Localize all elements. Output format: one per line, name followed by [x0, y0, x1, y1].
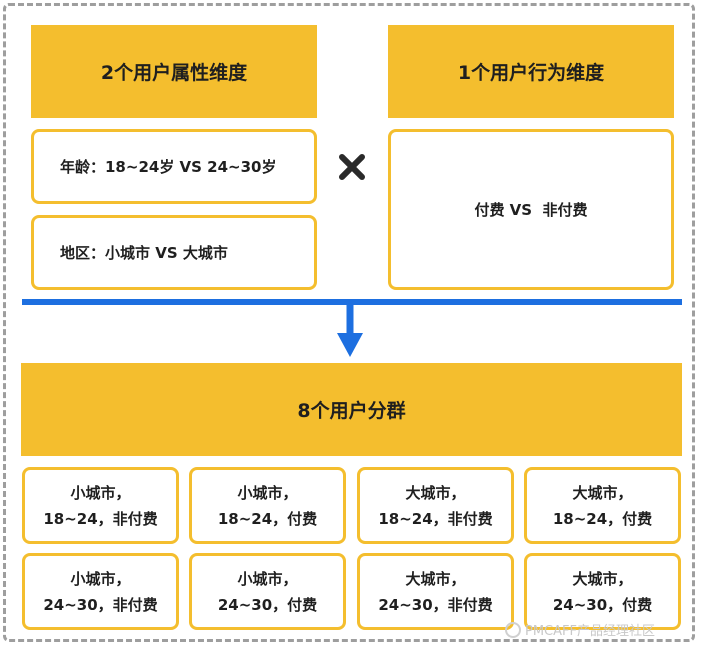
- segment-age-payment: 18~24，付费: [552, 509, 653, 528]
- segment-city: 小城市，: [70, 483, 131, 502]
- watermark: PMCAFF产品经理社区: [505, 620, 655, 639]
- divider-line: [22, 299, 682, 305]
- attribute-dimensions-header: 2个用户属性维度: [31, 25, 317, 118]
- segment-city: 小城市，: [237, 483, 298, 502]
- pmcaff-logo-icon: [505, 621, 521, 638]
- segment-age-payment: 24~30，付费: [552, 595, 653, 614]
- attribute-age-box: 年龄：18~24岁 VS 24~30岁: [31, 129, 317, 204]
- segment-city: 大城市，: [572, 569, 633, 588]
- watermark-text: PMCAFF产品经理社区: [525, 624, 655, 639]
- segment-age-payment: 24~30，非付费: [378, 595, 493, 614]
- behavior-dimension-header: 1个用户行为维度: [388, 25, 674, 118]
- segment-cell: 小城市， 24~30，付费: [189, 553, 346, 630]
- segment-city: 大城市，: [405, 569, 466, 588]
- segment-cell: 大城市， 24~30，付费: [524, 553, 681, 630]
- segment-city: 小城市，: [70, 569, 131, 588]
- multiply-icon: [339, 154, 365, 180]
- segment-cell: 大城市， 24~30，非付费: [357, 553, 514, 630]
- segment-age-payment: 18~24，付费: [217, 509, 318, 528]
- segment-age-payment: 18~24，非付费: [378, 509, 493, 528]
- attribute-region-box: 地区：小城市 VS 大城市: [31, 215, 317, 290]
- behavior-paid-box: 付费 VS 非付费: [388, 129, 674, 290]
- segment-cell: 小城市， 24~30，非付费: [22, 553, 179, 630]
- segment-cell: 大城市， 18~24，付费: [524, 467, 681, 544]
- segment-age-payment: 24~30，付费: [217, 595, 318, 614]
- segment-age-payment: 24~30，非付费: [43, 595, 158, 614]
- segment-city: 大城市，: [572, 483, 633, 502]
- segment-city: 大城市，: [405, 483, 466, 502]
- segment-cell: 小城市， 18~24，非付费: [22, 467, 179, 544]
- segment-age-payment: 18~24，非付费: [43, 509, 158, 528]
- arrow-down-icon: [337, 305, 363, 357]
- segments-header: 8个用户分群: [21, 363, 682, 456]
- segment-cell: 大城市， 18~24，非付费: [357, 467, 514, 544]
- segment-city: 小城市，: [237, 569, 298, 588]
- segment-cell: 小城市， 18~24，付费: [189, 467, 346, 544]
- dashed-frame: [3, 3, 695, 642]
